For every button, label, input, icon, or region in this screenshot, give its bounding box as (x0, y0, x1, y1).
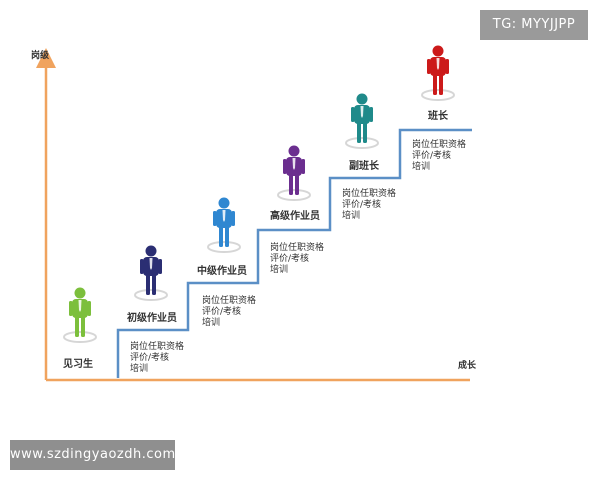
level-label-junior-operator: 初级作业员 (127, 313, 177, 324)
req-training: 培训 (202, 318, 221, 328)
platform-ring (63, 331, 97, 343)
req-training: 培训 (342, 211, 361, 221)
arm (369, 107, 373, 122)
arm (69, 301, 73, 316)
platform-ring (277, 189, 311, 201)
arm (158, 259, 162, 274)
arm (301, 159, 305, 174)
head (432, 45, 444, 57)
leg (439, 73, 443, 95)
step-requirements-2: 岗位任职资格 评价/考核 培训 (202, 296, 256, 329)
arm (427, 59, 431, 74)
arm (283, 159, 287, 174)
watermark-bottom: www.szdingyaozdh.com (10, 440, 175, 470)
req-evaluation: 评价/考核 (412, 151, 452, 161)
req-evaluation: 评价/考核 (342, 200, 382, 210)
leg (225, 225, 229, 247)
level-label-trainee: 见习生 (63, 359, 93, 370)
arm (445, 59, 449, 74)
req-training: 培训 (270, 265, 289, 275)
head (74, 287, 86, 299)
head (356, 93, 368, 105)
leg (81, 315, 85, 337)
platform-ring (345, 137, 379, 149)
req-training: 培训 (130, 364, 149, 374)
person-figure (421, 45, 455, 101)
req-qualification: 岗位任职资格 (202, 296, 257, 306)
platform-ring (207, 241, 241, 253)
leg (433, 73, 437, 95)
head (288, 145, 300, 157)
arm (351, 107, 355, 122)
req-evaluation: 评价/考核 (270, 254, 310, 264)
leg (295, 173, 299, 195)
leg (357, 121, 361, 143)
leg (75, 315, 79, 337)
step-requirements-5: 岗位任职资格 评价/考核 培训 (412, 140, 466, 173)
staircase-line (116, 128, 472, 378)
req-evaluation: 评价/考核 (202, 307, 242, 317)
leg (146, 273, 150, 295)
req-training: 培训 (412, 162, 431, 172)
leg (289, 173, 293, 195)
step-requirements-1: 岗位任职资格 评价/考核 培训 (130, 342, 184, 375)
arm (231, 211, 235, 226)
leg (219, 225, 223, 247)
req-qualification: 岗位任职资格 (130, 342, 185, 352)
level-label-team-leader: 班长 (428, 111, 448, 122)
watermark-top: TG: MYYJJPP (480, 10, 588, 40)
req-evaluation: 评价/考核 (130, 353, 170, 363)
arm (213, 211, 217, 226)
person-figure (345, 93, 379, 149)
tie (78, 300, 82, 312)
person-figure (63, 287, 97, 343)
head (218, 197, 230, 209)
leg (152, 273, 156, 295)
step-requirements-3: 岗位任职资格 评价/考核 培训 (270, 243, 324, 276)
level-label-intermediate-operator: 中级作业员 (197, 266, 247, 277)
arm (87, 301, 91, 316)
level-label-deputy-team-leader: 副班长 (349, 161, 379, 172)
y-axis-label: 岗级 (31, 51, 50, 61)
tie (292, 158, 296, 170)
req-qualification: 岗位任职资格 (270, 243, 325, 253)
step-requirements-4: 岗位任职资格 评价/考核 培训 (342, 189, 396, 222)
platform-ring (134, 289, 168, 301)
person-figure (207, 197, 241, 253)
person-figure (277, 145, 311, 201)
req-qualification: 岗位任职资格 (342, 189, 397, 199)
leg (363, 121, 367, 143)
tie (222, 210, 226, 222)
person-figure (134, 245, 168, 301)
tie (436, 58, 440, 70)
head (145, 245, 157, 257)
tie (360, 106, 364, 118)
level-label-senior-operator: 高级作业员 (270, 211, 320, 222)
req-qualification: 岗位任职资格 (412, 140, 467, 150)
platform-ring (421, 89, 455, 101)
x-axis-label: 成长 (458, 361, 477, 371)
tie (149, 258, 153, 270)
arm (140, 259, 144, 274)
